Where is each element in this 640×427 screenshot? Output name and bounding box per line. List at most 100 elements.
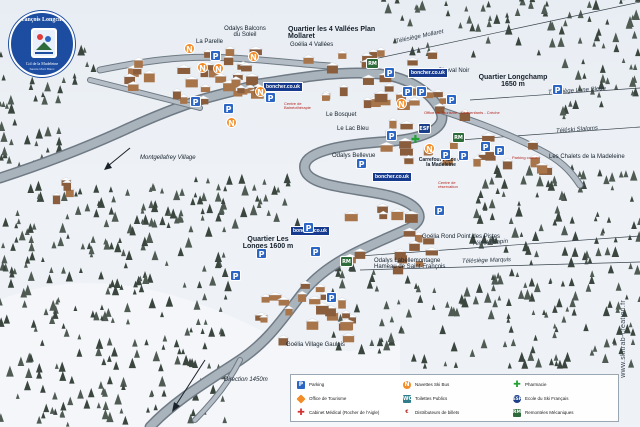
tree: [453, 307, 461, 317]
tree: [0, 51, 4, 58]
tree: [629, 76, 637, 87]
tree: [560, 225, 569, 236]
parking-marker[interactable]: P: [434, 205, 445, 216]
chalet: [415, 260, 423, 267]
tree: [41, 411, 46, 419]
tree: [582, 72, 587, 79]
chalet-roof: [471, 155, 483, 160]
tree: [49, 266, 54, 273]
parking-marker[interactable]: P: [256, 248, 267, 259]
booking-tag[interactable]: boncher.co.uk: [263, 82, 303, 92]
esf-marker[interactable]: ESF: [418, 123, 431, 134]
navette-marker[interactable]: N: [197, 62, 208, 73]
parking-marker[interactable]: P: [480, 141, 491, 152]
chalet: [177, 67, 191, 74]
parking-marker[interactable]: P: [223, 103, 234, 114]
tree: [383, 300, 390, 310]
tree: [4, 103, 9, 109]
tree: [214, 251, 222, 262]
parking-marker[interactable]: P: [190, 96, 201, 107]
chalet: [459, 112, 471, 121]
tree: [476, 214, 484, 224]
navette-marker[interactable]: N: [424, 143, 435, 154]
parking-marker[interactable]: P: [265, 92, 276, 103]
remontee-marker[interactable]: RM: [452, 132, 465, 143]
chalet-roof: [248, 46, 264, 50]
booking-tag[interactable]: boncher.co.uk: [408, 68, 448, 78]
navette-marker[interactable]: N: [248, 51, 259, 62]
tree: [282, 197, 288, 206]
tree: [501, 191, 506, 197]
tree: [630, 169, 638, 181]
parking-marker[interactable]: P: [440, 149, 451, 160]
tree: [209, 275, 217, 286]
tree: [110, 317, 115, 323]
remontee-marker[interactable]: RM: [366, 58, 379, 69]
parking-marker[interactable]: P: [210, 50, 221, 61]
parking-marker[interactable]: P: [552, 84, 563, 95]
label-centre-reservation: Centre de réservation: [438, 180, 458, 189]
tree: [485, 36, 491, 44]
navette-marker[interactable]: N: [213, 63, 224, 74]
tree: [77, 389, 84, 399]
parking-marker[interactable]: P: [310, 246, 321, 257]
chalet: [128, 84, 139, 91]
tree: [208, 327, 216, 337]
tree: [353, 303, 361, 313]
tree: [109, 279, 116, 288]
navette-marker[interactable]: N: [396, 98, 407, 109]
chalet-roof: [199, 83, 212, 88]
parking-marker[interactable]: P: [356, 158, 367, 169]
parking-marker[interactable]: P: [326, 292, 337, 303]
tree: [528, 0, 534, 8]
parking-marker[interactable]: P: [386, 130, 397, 141]
tree: [631, 30, 638, 39]
tree: [400, 14, 405, 21]
tree: [238, 173, 246, 184]
tree: [101, 408, 110, 420]
tree: [608, 172, 616, 182]
parking-marker[interactable]: P: [402, 86, 413, 97]
legend-label: Navettes Ski Bus: [415, 381, 450, 387]
tree: [74, 191, 78, 197]
chalet: [394, 251, 406, 261]
tree: [106, 375, 113, 385]
chalet: [134, 60, 143, 68]
tree: [611, 246, 620, 257]
navette-marker[interactable]: N: [184, 43, 195, 54]
tree: [453, 361, 459, 368]
parking-marker[interactable]: P: [494, 145, 505, 156]
remontee-marker[interactable]: RM: [340, 256, 353, 267]
tree: [544, 0, 549, 7]
parking-marker[interactable]: P: [458, 150, 469, 161]
parking-marker[interactable]: P: [416, 86, 427, 97]
tree: [501, 178, 509, 189]
label-le-bosquet: Le Bosquet: [326, 112, 357, 118]
navette-marker[interactable]: N: [255, 86, 266, 97]
ski-school-icon: ESF: [513, 395, 522, 403]
parking-marker[interactable]: P: [230, 270, 241, 281]
tree: [57, 236, 65, 247]
tree: [561, 58, 569, 69]
parking-marker[interactable]: P: [446, 94, 457, 105]
tree: [630, 338, 636, 345]
navette-marker[interactable]: N: [226, 117, 237, 128]
tree: [357, 343, 366, 355]
tree: [9, 269, 15, 278]
tree: [545, 179, 551, 188]
tree: [161, 389, 167, 397]
pharmacie-marker[interactable]: ✚: [410, 133, 421, 146]
parking-marker[interactable]: P: [384, 67, 395, 78]
tree: [376, 337, 384, 347]
parking-marker[interactable]: P: [303, 222, 314, 233]
tree: [547, 180, 555, 191]
tree: [552, 304, 558, 313]
booking-tag[interactable]: boncher.co.uk: [372, 172, 412, 182]
tree: [369, 273, 376, 283]
tree: [73, 305, 78, 311]
tree: [12, 118, 18, 126]
tree: [108, 186, 114, 193]
tree: [447, 305, 456, 317]
tree: [421, 354, 428, 364]
tree: [28, 235, 34, 244]
